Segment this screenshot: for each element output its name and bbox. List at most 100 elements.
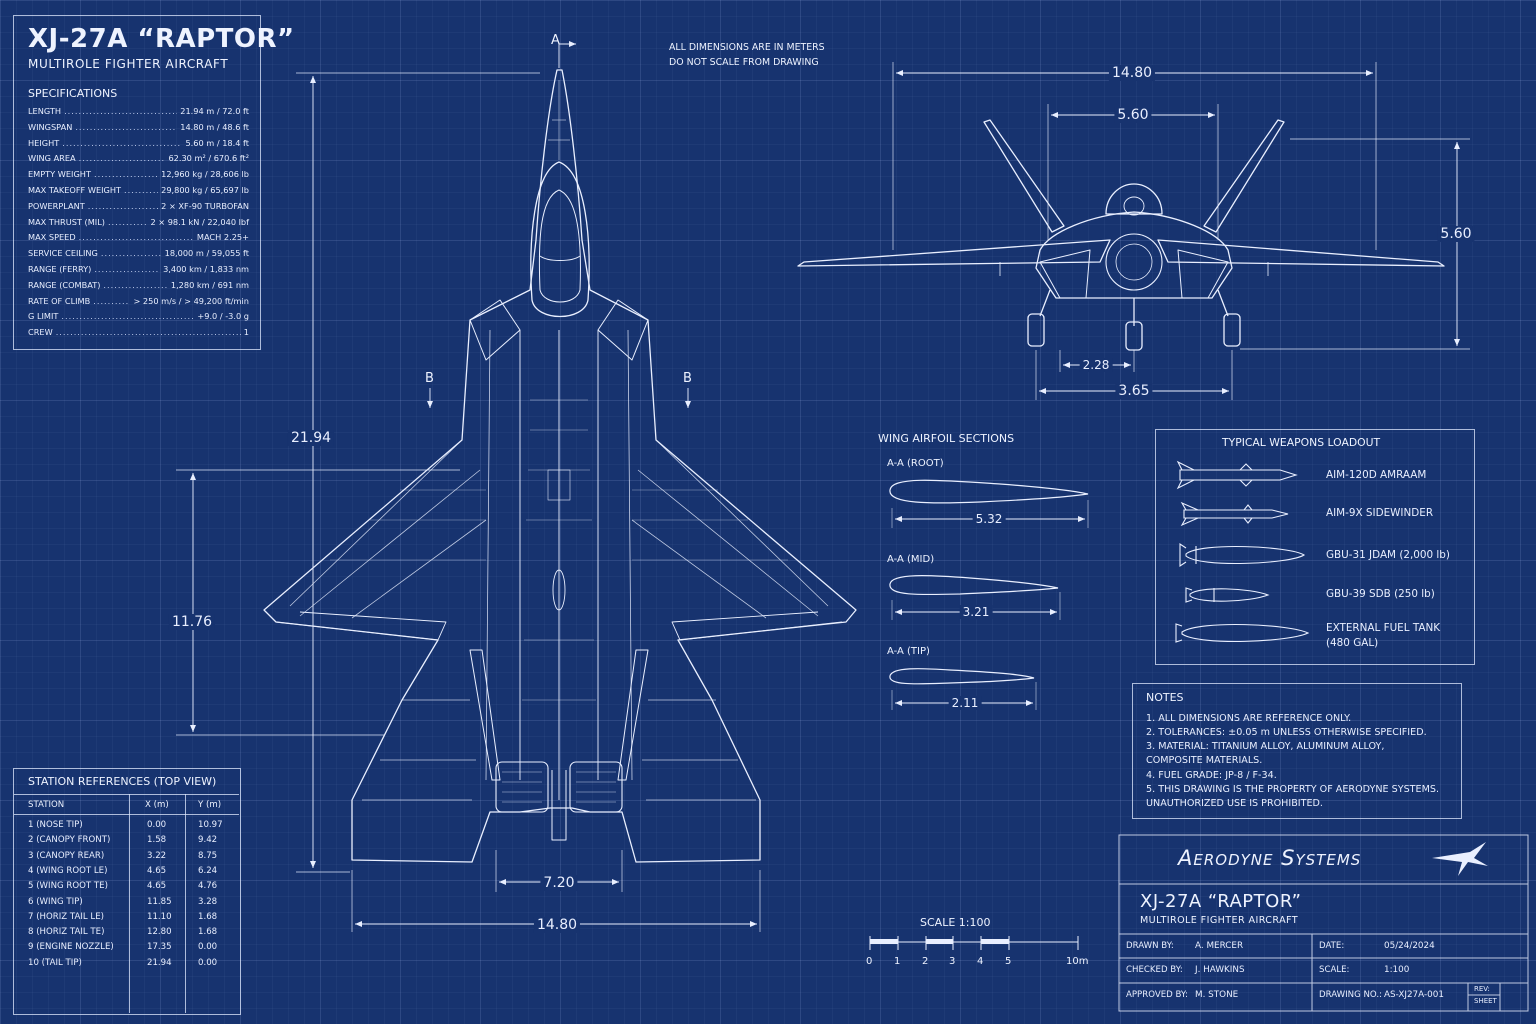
station-y: 0.00 [198, 957, 218, 968]
airfoil-root-chord: 5.32 [972, 512, 1006, 526]
spec-label: RATE OF CLIMB [28, 295, 91, 306]
section-b-left-label: B [425, 371, 434, 386]
scale-title: SCALE 1:100 [920, 916, 991, 929]
spec-row: G LIMIT.................................… [28, 309, 249, 324]
spec-row: MAX TAKEOFF WEIGHT......................… [28, 183, 249, 198]
station-references-panel [13, 768, 241, 1015]
section-b-right-label: B [683, 371, 692, 386]
missile-icon [1176, 460, 1298, 490]
spec-leader: ........................................… [87, 200, 159, 211]
spec-row: RATE OF CLIMB...........................… [28, 294, 249, 309]
spec-leader: ........................................… [61, 311, 195, 322]
drawing-no-value: AS-XJ27A-001 [1384, 990, 1444, 1000]
airfoil-title: WING AIRFOIL SECTIONS [878, 432, 1015, 445]
station-name: 7 (HORIZ TAIL LE) [28, 911, 104, 922]
station-y: 1.68 [198, 927, 218, 938]
spec-row: HEIGHT..................................… [28, 136, 249, 151]
note-line: 1. ALL DIMENSIONS ARE REFERENCE ONLY. [1146, 713, 1352, 724]
spec-label: EMPTY WEIGHT [28, 169, 91, 180]
title-block-frame [1118, 834, 1529, 1012]
station-x: 1.58 [147, 835, 167, 846]
track-dimension: 3.65 [1115, 383, 1153, 399]
spec-label: MAX SPEED [28, 232, 76, 243]
spec-value: +9.0 / -3.0 g [197, 311, 249, 322]
station-y: 4.76 [198, 881, 218, 892]
front-fuselage [1035, 211, 1233, 299]
spec-leader: ........................................… [93, 295, 130, 306]
spec-row: RANGE (FERRY)...........................… [28, 262, 249, 277]
spec-label: WINGSPAN [28, 121, 73, 132]
station-name: 9 (ENGINE NOZZLE) [28, 942, 114, 953]
checked-by-label: CHECKED BY: [1126, 965, 1183, 975]
airfoil-root [889, 479, 1089, 504]
station-name: 2 (CANOPY FRONT) [28, 835, 111, 846]
dimension-note-1: ALL DIMENSIONS ARE IN METERS [669, 42, 825, 53]
spec-row: EMPTY WEIGHT............................… [28, 167, 249, 182]
airfoil-mid-chord: 3.21 [959, 605, 993, 619]
spec-label: WING AREA [28, 153, 76, 164]
date-value: 05/24/2024 [1384, 941, 1435, 951]
station-y: 1.68 [198, 911, 218, 922]
station-y: 3.28 [198, 896, 218, 907]
fuel-tank-icon [1175, 623, 1310, 643]
airfoil-tip-label: A-A (TIP) [887, 646, 930, 657]
scale-tick-label: 2 [922, 956, 929, 967]
station-x: 21.94 [147, 957, 172, 968]
spec-value: > 250 m/s / > 49,200 ft/min [133, 295, 249, 306]
spec-row: MAX THRUST (MIL)........................… [28, 215, 249, 230]
spec-value: 2 × 98.1 kN / 22,040 lbf [150, 216, 249, 227]
station-header-y: Y (m) [198, 800, 222, 810]
station-name: 6 (WING TIP) [28, 896, 83, 907]
spec-label: HEIGHT [28, 137, 60, 148]
spec-value: 12,960 kg / 28,606 lb [161, 169, 249, 180]
scale-bar [869, 936, 1079, 950]
station-x: 12.80 [147, 927, 172, 938]
spec-label: MAX TAKEOFF WEIGHT [28, 185, 122, 195]
scale-tick-label: 1 [894, 956, 901, 967]
bomb-icon [1179, 542, 1306, 568]
station-x: 11.10 [147, 911, 172, 922]
specifications-panel [13, 15, 261, 350]
spec-label: MAX THRUST (MIL) [28, 216, 105, 227]
station-y: 9.42 [198, 835, 218, 846]
weapon-fuel-tank: EXTERNAL FUEL TANK [1326, 622, 1441, 634]
station-name: 4 (WING ROOT LE) [28, 865, 108, 876]
span-dimension: 14.80 [533, 917, 581, 933]
note-line: 5. THIS DRAWING IS THE PROPERTY OF AEROD… [1146, 784, 1440, 795]
scale-value: 1:100 [1384, 965, 1410, 975]
right-gear-wheel [1223, 313, 1241, 347]
weapon-fuel-tank-capacity: (480 GAL) [1326, 637, 1379, 649]
spec-value: MACH 2.25+ [196, 232, 249, 243]
bomb-icon [1185, 587, 1270, 603]
station-name: 1 (NOSE TIP) [28, 820, 83, 830]
station-title: STATION REFERENCES (TOP VIEW) [28, 775, 217, 788]
station-y: 8.75 [198, 850, 218, 861]
specifications-title: SPECIFICATIONS [28, 87, 118, 100]
sheet-label: SHEET [1474, 997, 1497, 1005]
spec-leader: ........................................… [55, 327, 241, 338]
drawn-by-label: DRAWN BY: [1126, 941, 1174, 951]
airfoil-tip-chord: 2.11 [948, 696, 982, 710]
airfoil-mid-label: A-A (MID) [887, 554, 935, 565]
airfoil-mid [889, 575, 1059, 596]
title-block-model: XJ-27A “RAPTOR” [1140, 891, 1302, 912]
top-view-dimensions [176, 41, 761, 932]
spec-value: 29,800 kg / 65,697 lb [161, 185, 249, 195]
scale-tick-label: 0 [866, 956, 873, 967]
station-x: 4.65 [147, 881, 167, 892]
station-name: 3 (CANOPY REAR) [28, 850, 105, 861]
station-x: 3.22 [147, 850, 167, 861]
spec-value: 21.94 m / 72.0 ft [180, 106, 249, 116]
front-right-tail [1203, 119, 1285, 233]
spec-leader: ........................................… [64, 106, 177, 116]
spec-label: POWERPLANT [28, 200, 85, 211]
nose-gear-wheel [1125, 321, 1143, 351]
spec-value: 62.30 m² / 670.6 ft² [168, 153, 249, 164]
station-x: 4.65 [147, 865, 167, 876]
spec-row: POWERPLANT..............................… [28, 199, 249, 214]
airfoil-tip [889, 668, 1035, 685]
drawing-no-label: DRAWING NO.: [1319, 990, 1382, 1000]
notes-title: NOTES [1146, 691, 1184, 704]
spec-row: WINGSPAN................................… [28, 120, 249, 135]
